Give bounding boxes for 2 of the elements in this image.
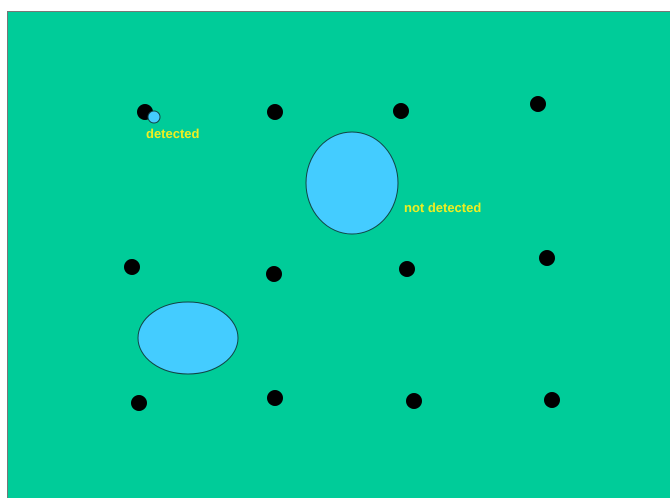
- detection-label: not detected: [404, 200, 482, 215]
- detection-label: detected: [146, 126, 200, 141]
